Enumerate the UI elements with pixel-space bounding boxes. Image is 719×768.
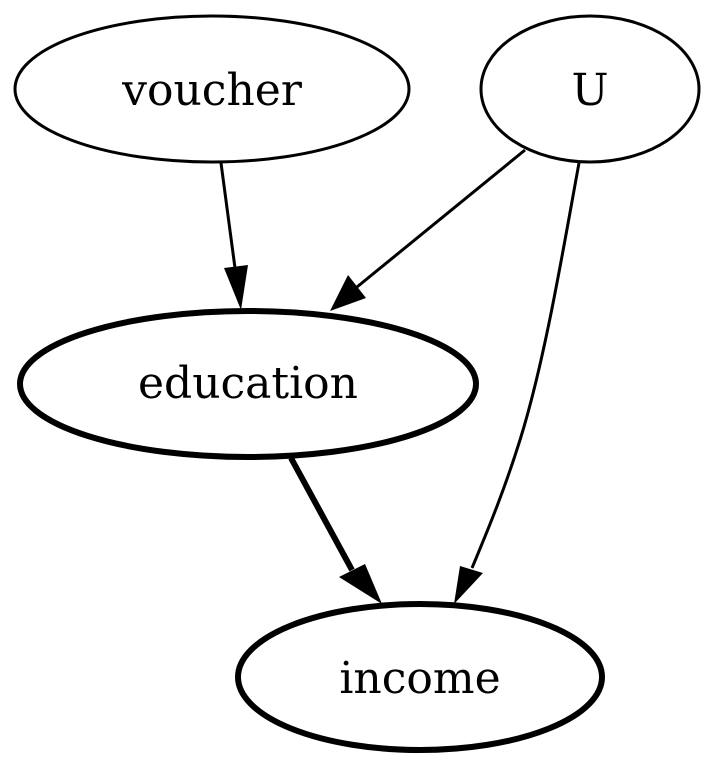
node-education: education	[17, 308, 479, 460]
arrowhead-icon	[454, 566, 483, 604]
edge-voucher-education	[219, 162, 248, 310]
node-U: U	[479, 14, 701, 164]
edge-U-education	[330, 148, 526, 311]
node-label-U: U	[571, 65, 608, 116]
node-label-income: income	[339, 653, 500, 704]
node-label-education: education	[138, 358, 358, 409]
node-income: income	[235, 601, 605, 753]
arrowhead-icon	[330, 275, 366, 311]
arrowhead-icon	[339, 564, 382, 604]
node-voucher: voucher	[13, 14, 411, 164]
arrowhead-icon	[224, 265, 248, 310]
edge-education-income	[288, 456, 382, 604]
node-label-voucher: voucher	[121, 65, 303, 116]
edge-U-income	[454, 162, 581, 604]
